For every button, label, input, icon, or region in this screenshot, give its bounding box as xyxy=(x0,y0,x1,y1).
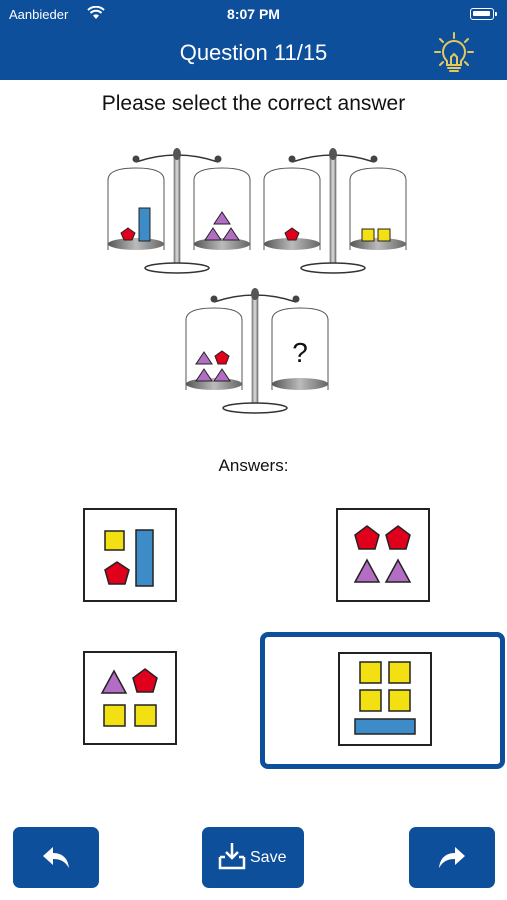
answer-option-2[interactable] xyxy=(336,508,430,602)
answer-1-shapes xyxy=(104,529,154,587)
balance-scale-1 xyxy=(107,148,251,274)
next-button[interactable] xyxy=(409,827,495,888)
balance-scales-figure: ? xyxy=(107,148,407,414)
save-tray-icon xyxy=(218,843,246,870)
unknown-weight-label: ? xyxy=(292,337,308,368)
answer-2-shapes xyxy=(353,525,412,583)
clock: 8:07 PM xyxy=(227,6,280,22)
wifi-icon xyxy=(87,6,105,19)
answer-4-shapes xyxy=(354,661,416,735)
answer-option-3[interactable] xyxy=(83,651,177,745)
reply-back-icon xyxy=(43,847,69,868)
lightbulb-icon[interactable] xyxy=(431,31,477,77)
answer-option-4[interactable] xyxy=(260,632,505,769)
answer-3-shapes xyxy=(100,668,158,727)
battery-icon xyxy=(470,8,497,20)
navigation-bar: Question 11/15 xyxy=(0,28,507,80)
page-title: Question 11/15 xyxy=(179,40,328,65)
answers-heading: Answers: xyxy=(218,456,289,475)
forward-arrow-icon xyxy=(439,847,465,868)
answer-option-1[interactable] xyxy=(83,508,177,602)
carrier-label: Aanbieder xyxy=(9,7,69,22)
back-button[interactable] xyxy=(13,827,99,888)
status-bar: Aanbieder 8:07 PM xyxy=(0,0,507,28)
balance-scale-3 xyxy=(185,288,329,414)
save-button[interactable]: Save xyxy=(202,827,304,888)
question-prompt: Please select the correct answer xyxy=(101,92,406,115)
save-label: Save xyxy=(250,849,287,866)
balance-scale-2 xyxy=(263,148,407,274)
